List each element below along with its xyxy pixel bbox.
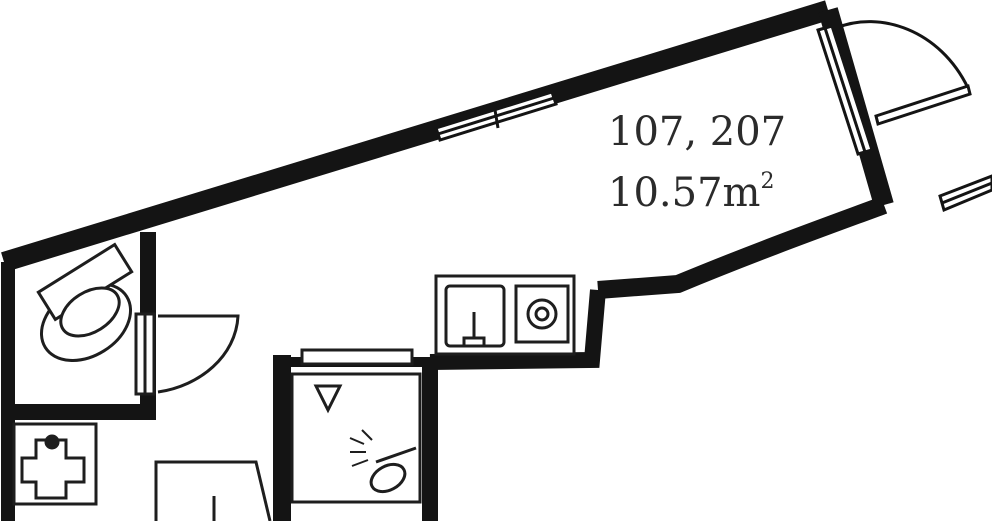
toilet-icon <box>36 242 134 362</box>
bath-shelf <box>300 348 414 366</box>
outer-wall-bottom-right <box>597 196 888 299</box>
shower-icon <box>290 372 422 504</box>
unit-area: 10.57m2 <box>608 160 774 215</box>
toilet-room-wall <box>8 232 156 420</box>
outer-wall-top <box>1 0 831 272</box>
area-value: 10.57m <box>608 170 761 216</box>
kitchen-sink-icon <box>444 284 506 348</box>
window-icon <box>434 90 558 142</box>
storage-shelf <box>154 460 272 521</box>
door-swing-icon <box>835 20 972 126</box>
area-superscript: 2 <box>760 169 775 194</box>
window-icon <box>816 24 874 156</box>
window-icon <box>938 174 992 213</box>
door-swing-icon <box>134 312 240 396</box>
gas-stove-icon <box>514 284 570 344</box>
unit-numbers: 107, 207 <box>608 109 787 155</box>
kitchen-right-wall <box>429 289 606 370</box>
wash-basin-icon <box>12 422 98 506</box>
